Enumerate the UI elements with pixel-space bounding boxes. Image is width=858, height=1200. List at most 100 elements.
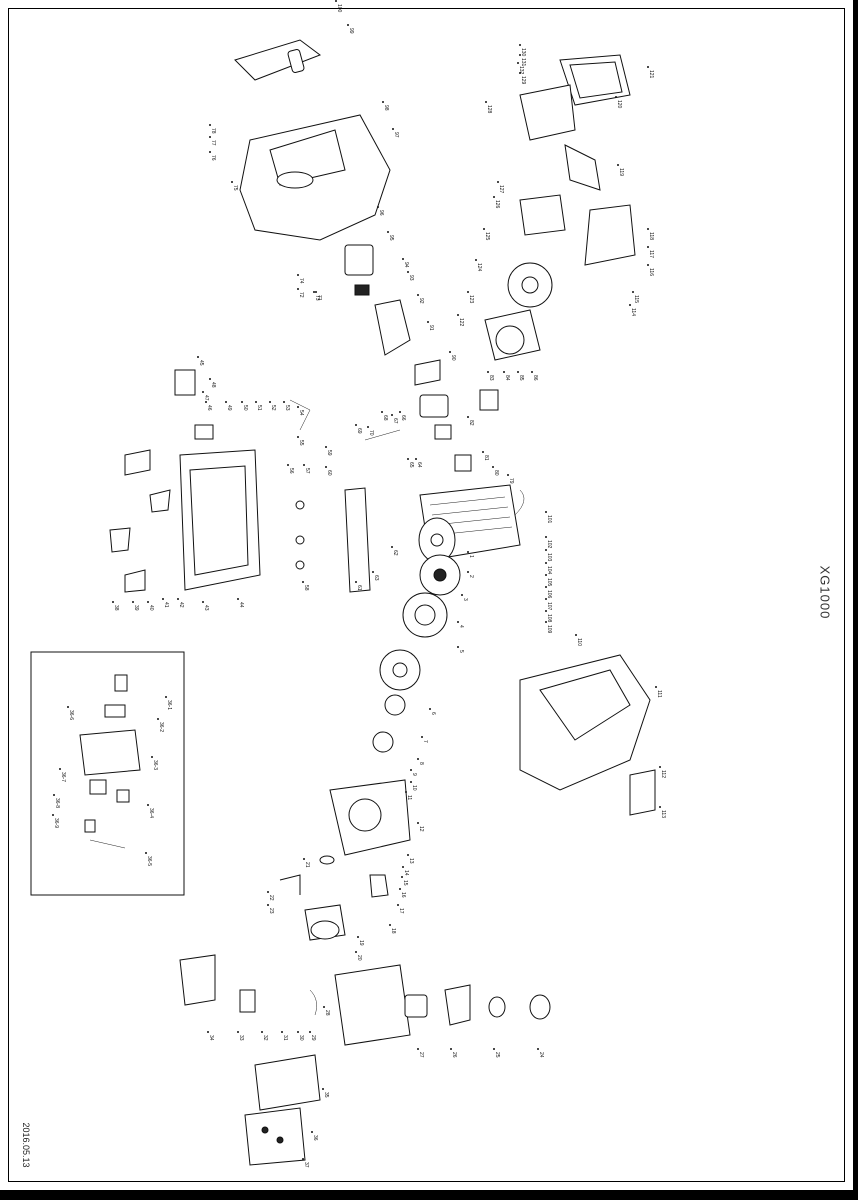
callout-dot <box>297 288 299 290</box>
part-callout-25: 25 <box>494 1052 500 1058</box>
callout-dot <box>389 924 391 926</box>
engine-block <box>418 484 525 563</box>
part-callout-125: 125 <box>484 232 490 241</box>
callout-dot <box>237 598 239 600</box>
callout-dot <box>421 736 423 738</box>
part-callout-55: 55 <box>298 440 304 446</box>
part-callout-120: 120 <box>616 100 622 109</box>
part-callout-42: 42 <box>178 602 184 608</box>
callout-dot <box>449 351 451 353</box>
callout-dot <box>632 291 634 293</box>
part-callout-127: 127 <box>498 185 504 194</box>
callout-dot <box>53 794 55 796</box>
rotor-stack <box>372 554 461 753</box>
callout-dot <box>209 136 211 138</box>
part-callout-36-5: 36-5 <box>146 856 152 866</box>
part-callout-44: 44 <box>238 602 244 608</box>
callout-dot <box>209 124 211 126</box>
callout-dot <box>417 1048 419 1050</box>
callout-dot <box>355 951 357 953</box>
callout-dot <box>391 414 393 416</box>
callout-dot <box>467 416 469 418</box>
callout-dot <box>255 401 257 403</box>
callout-dot <box>483 228 485 230</box>
part-callout-71: 71 <box>316 295 322 301</box>
callout-dot <box>429 708 431 710</box>
callout-dot <box>302 581 304 583</box>
part-callout-106: 106 <box>546 590 552 599</box>
callout-dot <box>231 181 233 183</box>
callout-dot <box>659 766 661 768</box>
inset-detail-box <box>30 651 185 896</box>
part-callout-117: 117 <box>648 250 654 258</box>
callout-dot <box>157 718 159 720</box>
part-callout-75: 75 <box>232 185 238 191</box>
callout-dot <box>313 291 315 293</box>
part-callout-10: 10 <box>411 785 417 791</box>
part-callout-108: 108 <box>546 614 552 623</box>
callout-dot <box>267 891 269 893</box>
callout-dot <box>207 1031 209 1033</box>
callout-dot <box>485 101 487 103</box>
callout-dot <box>372 571 374 573</box>
part-callout-57: 57 <box>304 468 310 474</box>
callout-dot <box>417 758 419 760</box>
part-callout-62: 62 <box>392 550 398 556</box>
callout-dot <box>457 314 459 316</box>
part-callout-37: 37 <box>303 1162 309 1168</box>
callout-dot <box>545 536 547 538</box>
callout-dot <box>615 96 617 98</box>
part-callout-112: 112 <box>660 770 666 778</box>
part-callout-95: 95 <box>388 235 394 241</box>
callout-dot <box>209 378 211 380</box>
part-callout-29: 29 <box>310 1035 316 1041</box>
callout-dot <box>145 852 147 854</box>
part-callout-78: 78 <box>210 128 216 134</box>
part-callout-12: 12 <box>418 826 424 832</box>
part-callout-53: 53 <box>284 405 290 411</box>
part-callout-128: 128 <box>486 105 492 114</box>
callout-dot <box>417 294 419 296</box>
callout-dot <box>402 866 404 868</box>
part-callout-54: 54 <box>298 410 304 416</box>
part-callout-90: 90 <box>450 355 456 361</box>
callout-dot <box>202 391 204 393</box>
part-callout-3: 3 <box>462 598 468 601</box>
callout-dot <box>647 246 649 248</box>
callout-dot <box>52 814 54 816</box>
callout-dot <box>493 196 495 198</box>
part-callout-92: 92 <box>418 298 424 304</box>
part-callout-16: 16 <box>400 892 406 898</box>
part-callout-102: 102 <box>546 540 552 549</box>
part-callout-36-4: 36-4 <box>148 808 154 818</box>
callout-dot <box>269 401 271 403</box>
part-callout-8: 8 <box>418 762 424 765</box>
part-callout-79: 79 <box>508 478 514 484</box>
callout-dot <box>147 804 149 806</box>
part-callout-36-2: 36-2 <box>158 722 164 732</box>
part-callout-111: 111 <box>656 690 662 698</box>
sheet-border <box>8 8 845 1182</box>
part-callout-21: 21 <box>304 862 310 868</box>
part-callout-33: 33 <box>238 1035 244 1041</box>
callout-dot <box>575 634 577 636</box>
callout-dot <box>545 621 547 623</box>
callout-dot <box>323 1006 325 1008</box>
bottom-panel <box>244 1054 321 1166</box>
part-callout-118: 118 <box>648 232 654 240</box>
side-frame <box>109 369 261 593</box>
part-callout-46: 46 <box>206 405 212 411</box>
callout-dot <box>475 259 477 261</box>
part-callout-83: 83 <box>488 375 494 381</box>
callout-dot <box>309 1031 311 1033</box>
callout-dot <box>151 756 153 758</box>
part-callout-6: 6 <box>430 712 436 715</box>
callout-dot <box>617 164 619 166</box>
callout-dot <box>399 888 401 890</box>
part-callout-45: 45 <box>198 360 204 366</box>
part-callout-47: 47 <box>203 395 209 401</box>
callout-dot <box>461 594 463 596</box>
part-callout-48: 48 <box>210 382 216 388</box>
